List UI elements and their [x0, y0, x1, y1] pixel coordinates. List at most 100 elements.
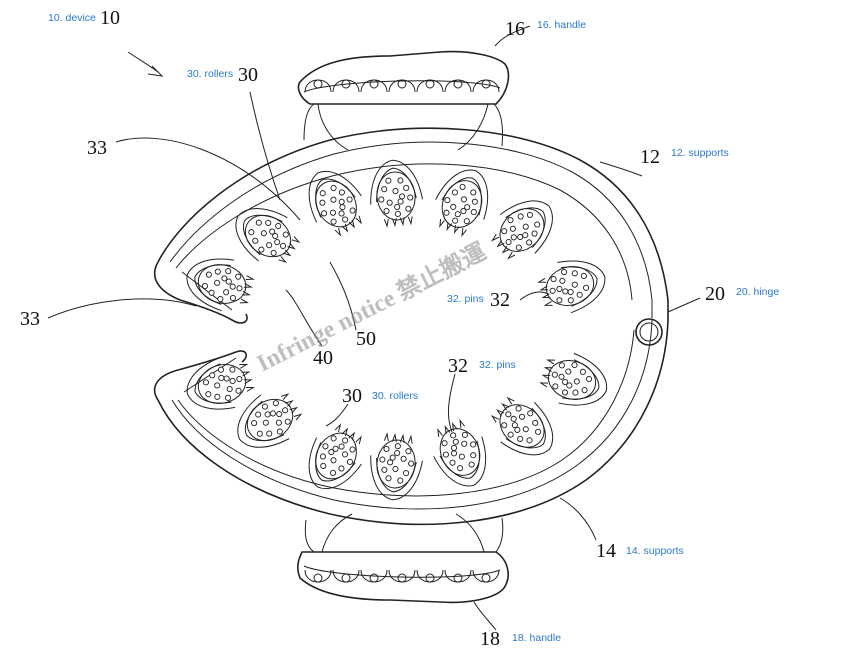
roller-pin: [235, 387, 242, 394]
roller-pin: [509, 225, 516, 232]
roller-pin-tip: [543, 301, 553, 306]
roller-pin: [217, 366, 225, 373]
tag-handle-top: 16. handle: [537, 19, 586, 31]
roller-pin: [532, 419, 539, 426]
num-pins-right: 32: [490, 289, 510, 311]
roller-pin: [450, 444, 458, 452]
roller-pin: [517, 233, 524, 241]
roller-pin: [394, 210, 401, 217]
roller-pin: [275, 222, 282, 230]
roller-pin: [255, 411, 262, 418]
roller-pin: [394, 203, 401, 210]
roller-pin-tip: [348, 219, 356, 229]
roller-pin: [558, 362, 565, 369]
roller-pin: [452, 438, 459, 445]
roller-pin: [526, 211, 533, 218]
roller-pin: [251, 420, 258, 427]
roller-cradle-inner: [243, 214, 283, 256]
roller-pin-tip: [293, 413, 303, 421]
roller: [490, 396, 554, 456]
roller-pin: [566, 382, 573, 389]
roller-pin-tip: [539, 382, 549, 388]
roller-pin: [394, 443, 401, 450]
roller-pin-tip: [537, 277, 547, 283]
roller-pin: [576, 291, 583, 298]
roller-pin: [214, 382, 221, 389]
handle-top: [297, 50, 510, 151]
roller-pin: [229, 294, 237, 302]
roller-body: [246, 398, 294, 442]
roller-cradle: [186, 356, 236, 410]
roller-pin: [556, 297, 563, 304]
roller-pin: [270, 249, 277, 256]
roller-pin: [403, 470, 410, 477]
num-supports-bottom: 14: [596, 540, 616, 562]
roller-pin: [389, 454, 396, 461]
tag-supports-top: 12. supports: [671, 147, 729, 159]
roller-pin: [507, 431, 514, 438]
roller-pin-tip: [506, 396, 515, 405]
roller-pin-tip: [501, 402, 510, 411]
roller-body: [499, 208, 545, 252]
roller-pin: [266, 242, 273, 249]
roller-pin: [379, 456, 386, 463]
roller-pin: [400, 455, 407, 462]
roller-pin: [262, 419, 269, 426]
roller-cradle: [308, 171, 362, 223]
roller-pin: [517, 435, 524, 442]
roller-pin: [383, 208, 390, 215]
roller-pin: [328, 449, 335, 456]
roller-pin: [526, 239, 533, 246]
roller: [186, 356, 255, 410]
roller-pin: [383, 445, 390, 452]
roller: [186, 258, 255, 312]
roller-pin-tip: [453, 225, 460, 235]
roller-pin: [223, 375, 230, 382]
roller-pin: [551, 371, 558, 378]
roller-pin: [319, 199, 326, 206]
hinge: [635, 318, 663, 346]
roller-pin: [527, 410, 534, 417]
roller-pin-tip: [399, 217, 405, 227]
roller-pin-tip: [399, 433, 405, 443]
roller-pin: [394, 450, 401, 457]
roller-body: [545, 266, 595, 306]
roller-pin: [581, 387, 588, 394]
roller-pin: [407, 194, 414, 201]
roller-pin: [451, 189, 458, 196]
grip-tooth: [416, 79, 444, 93]
roller-pin: [321, 210, 328, 217]
lower-support-jaw: [153, 319, 669, 526]
roller-pin: [214, 393, 221, 400]
roller-pin-tip: [444, 424, 451, 434]
roller-pin: [565, 368, 572, 375]
roller-pin: [450, 203, 457, 210]
roller-pin-tip: [491, 233, 500, 242]
roller-pin: [217, 295, 224, 303]
roller-pin: [397, 198, 404, 205]
roller-pin-tip: [490, 415, 499, 423]
roller-pin: [586, 375, 593, 383]
roller-pin: [573, 378, 580, 385]
num-33-lower: 33: [20, 308, 40, 330]
roller-pin: [405, 448, 412, 455]
roller-pin: [441, 440, 448, 447]
roller-pin: [236, 375, 243, 383]
roller-body: [547, 360, 597, 400]
roller-pin: [387, 459, 394, 466]
roller-pin-tip: [439, 218, 445, 228]
tag-handle-bottom: 18. handle: [512, 632, 561, 644]
roller-pin-tip: [348, 431, 356, 441]
roller-pin: [511, 422, 518, 429]
roller-pin: [515, 244, 522, 251]
roller-pin: [515, 405, 522, 412]
roller-pin: [526, 437, 533, 444]
grip-knob: [369, 573, 379, 583]
roller: [537, 260, 606, 314]
leader-lines: [47, 25, 701, 631]
roller-pin: [561, 269, 568, 276]
roller-pin: [470, 209, 477, 216]
roller-pin: [464, 204, 471, 211]
roller-pin: [397, 177, 404, 184]
roller-pin: [571, 270, 578, 277]
